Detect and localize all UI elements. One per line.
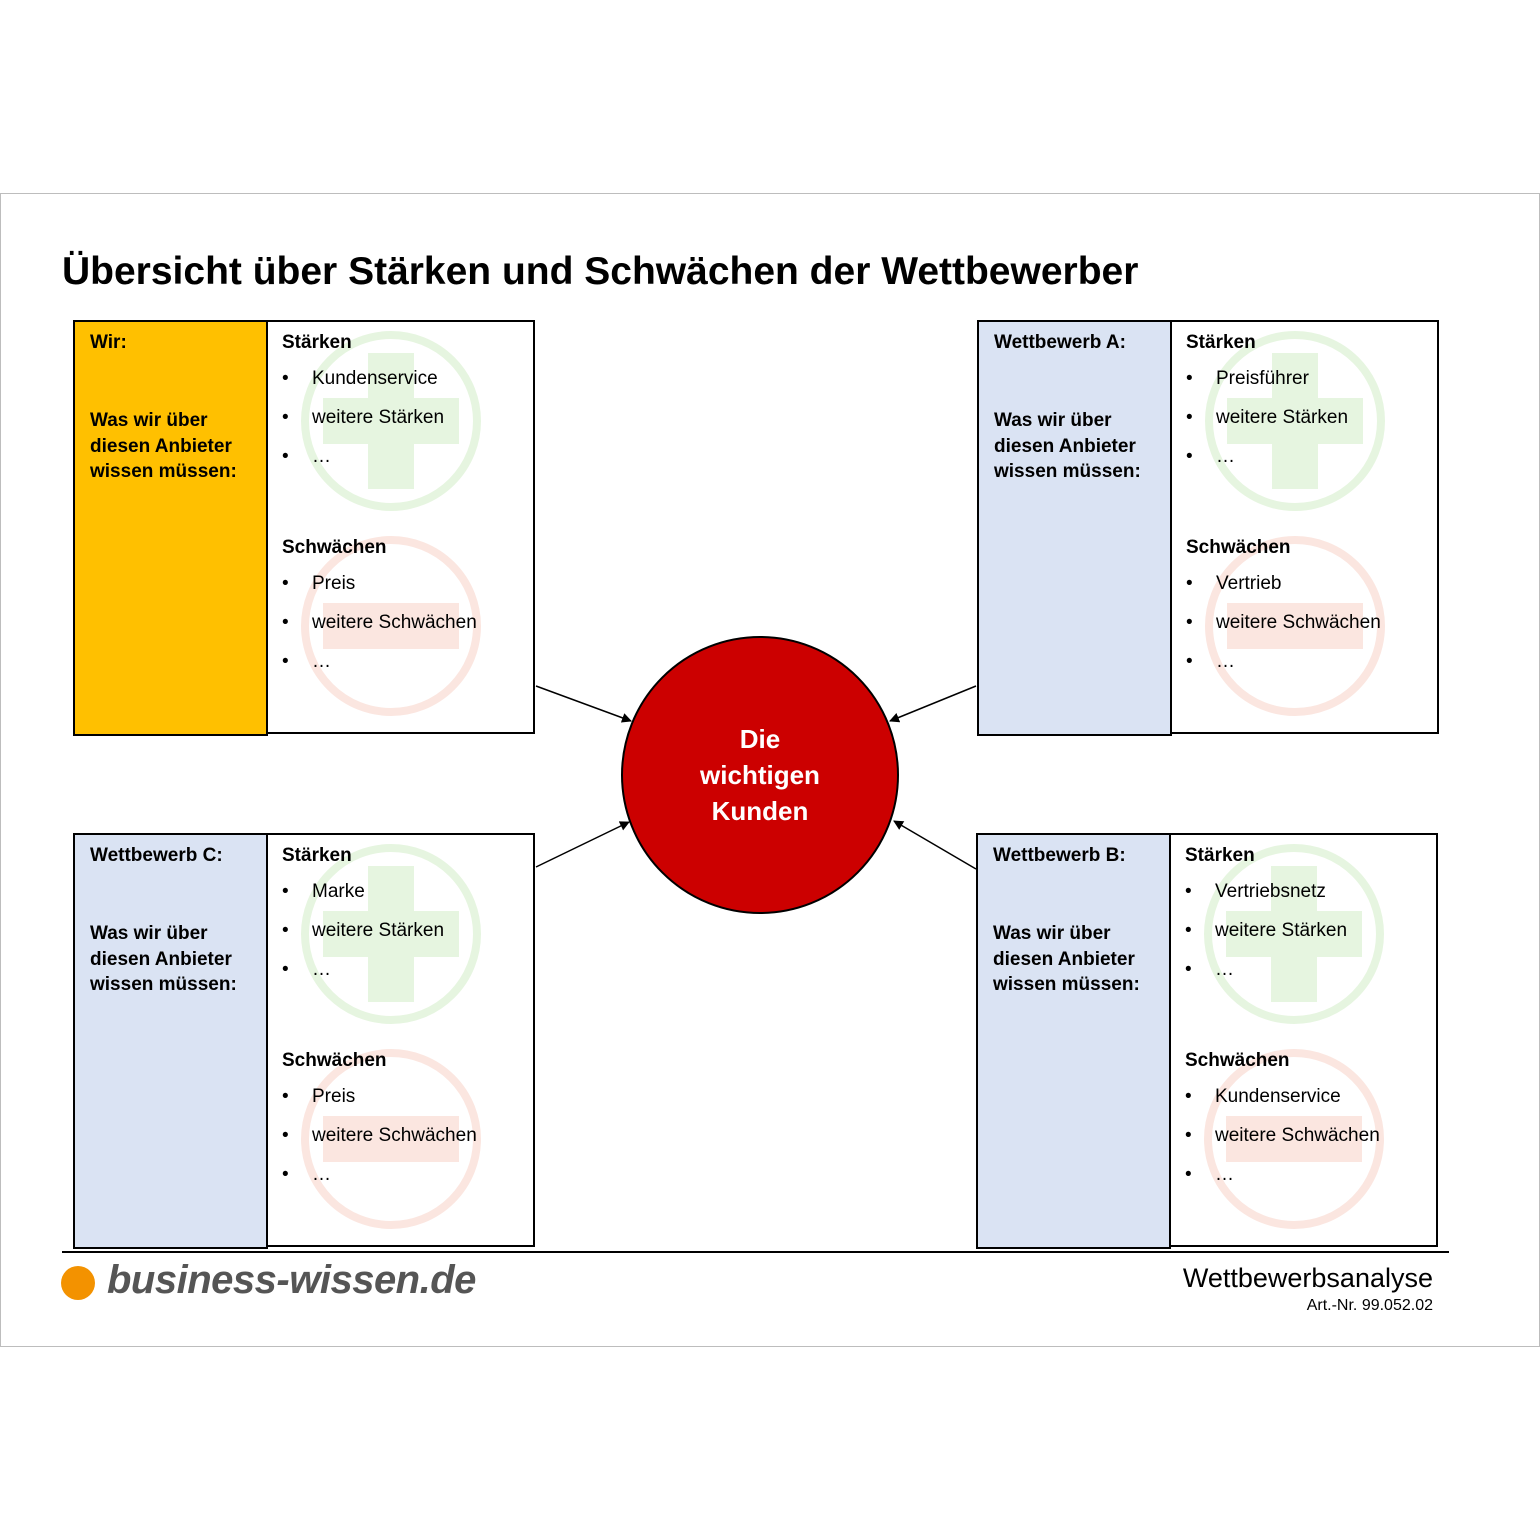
weaknesses-cell: Schwächen •Kundenservice •weitere Schwäc… — [1169, 1040, 1438, 1247]
plus-watermark-icon — [301, 844, 481, 1024]
weaknesses-cell: Schwächen •Preis •weitere Schwächen •… — [266, 1040, 535, 1247]
list-item: •… — [282, 446, 331, 467]
list-item: •… — [1185, 959, 1234, 980]
block-header-b: Wettbewerb B: Was wir über diesen Anbiet… — [976, 833, 1171, 1249]
strengths-cell: Stärken •Preisführer •weitere Stärken •… — [1170, 320, 1439, 530]
footer-divider — [62, 1251, 1449, 1253]
strengths-list: •Marke •weitere Stärken •… — [282, 881, 444, 998]
block-description: Was wir über diesen Anbieter wissen müss… — [993, 923, 1140, 995]
center-label: Die wichtigen Kunden — [700, 724, 820, 826]
list-item: •weitere Schwächen — [282, 612, 477, 633]
center-customers-circle: Die wichtigen Kunden — [621, 636, 899, 914]
list-item: •weitere Schwächen — [282, 1125, 477, 1146]
list-item: •Marke — [282, 881, 365, 902]
strengths-list: •Kundenservice •weitere Stärken •… — [282, 368, 444, 485]
logo-dot-icon — [61, 1266, 95, 1300]
strengths-cell: Stärken •Kundenservice •weitere Stärken … — [266, 320, 535, 530]
list-item: •Preisführer — [1186, 368, 1309, 389]
block-description: Was wir über diesen Anbieter wissen müss… — [90, 410, 237, 482]
block-name: Wettbewerb A: — [994, 332, 1126, 353]
strengths-cell: Stärken •Marke •weitere Stärken •… — [266, 833, 535, 1043]
strengths-heading: Stärken — [1185, 845, 1255, 866]
weaknesses-heading: Schwächen — [1185, 1050, 1290, 1071]
minus-watermark-icon — [1205, 536, 1385, 716]
minus-watermark-icon — [301, 536, 481, 716]
block-wettbewerb-c: Wettbewerb C: Was wir über diesen Anbiet… — [73, 833, 535, 1249]
list-item: •weitere Stärken — [1186, 407, 1349, 428]
list-item: •… — [282, 959, 331, 980]
weaknesses-list: •Preis •weitere Schwächen •… — [282, 1086, 477, 1203]
list-item: •… — [282, 1164, 331, 1185]
block-wettbewerb-a: Wettbewerb A: Was wir über diesen Anbiet… — [977, 320, 1439, 736]
list-item: •Vertriebsnetz — [1185, 881, 1326, 902]
list-item: •Preis — [282, 573, 356, 594]
list-item: •weitere Stärken — [282, 407, 445, 428]
footer-article-number: Art.-Nr. 99.052.02 — [1306, 1297, 1433, 1314]
footer-doc-title: Wettbewerbsanalyse — [1182, 1263, 1433, 1293]
block-wettbewerb-b: Wettbewerb B: Was wir über diesen Anbiet… — [976, 833, 1438, 1249]
list-item: •Kundenservice — [1185, 1086, 1341, 1107]
plus-watermark-icon — [301, 331, 481, 511]
block-header-a: Wettbewerb A: Was wir über diesen Anbiet… — [977, 320, 1172, 736]
list-item: •… — [282, 651, 331, 672]
weaknesses-cell: Schwächen •Preis •weitere Schwächen •… — [266, 527, 535, 734]
minus-watermark-icon — [1204, 1049, 1384, 1229]
list-item: •weitere Schwächen — [1186, 612, 1381, 633]
weaknesses-list: •Vertrieb •weitere Schwächen •… — [1186, 573, 1381, 690]
minus-watermark-icon — [301, 1049, 481, 1229]
weaknesses-heading: Schwächen — [282, 1050, 387, 1071]
block-wir: Wir: Was wir über diesen Anbieter wissen… — [73, 320, 535, 736]
strengths-list: •Preisführer •weitere Stärken •… — [1186, 368, 1348, 485]
block-description: Was wir über diesen Anbieter wissen müss… — [994, 410, 1141, 482]
logo-text: business-wissen.de — [107, 1258, 476, 1302]
list-item: •Preis — [282, 1086, 356, 1107]
weaknesses-heading: Schwächen — [282, 537, 387, 558]
list-item: •Vertrieb — [1186, 573, 1282, 594]
block-name: Wir: — [90, 332, 127, 353]
page-title: Übersicht über Stärken und Schwächen der… — [62, 250, 1139, 293]
strengths-heading: Stärken — [282, 332, 352, 353]
list-item: •weitere Schwächen — [1185, 1125, 1380, 1146]
plus-watermark-icon — [1204, 844, 1384, 1024]
weaknesses-heading: Schwächen — [1186, 537, 1291, 558]
block-header-wir: Wir: Was wir über diesen Anbieter wissen… — [73, 320, 268, 736]
list-item: •Kundenservice — [282, 368, 438, 389]
list-item: •… — [1185, 1164, 1234, 1185]
weaknesses-list: •Preis •weitere Schwächen •… — [282, 573, 477, 690]
strengths-cell: Stärken •Vertriebsnetz •weitere Stärken … — [1169, 833, 1438, 1043]
strengths-list: •Vertriebsnetz •weitere Stärken •… — [1185, 881, 1347, 998]
list-item: •… — [1186, 446, 1235, 467]
weaknesses-list: •Kundenservice •weitere Schwächen •… — [1185, 1086, 1380, 1203]
list-item: •weitere Stärken — [282, 920, 445, 941]
list-item: •… — [1186, 651, 1235, 672]
block-description: Was wir über diesen Anbieter wissen müss… — [90, 923, 237, 995]
block-name: Wettbewerb C: — [90, 845, 223, 866]
block-name: Wettbewerb B: — [993, 845, 1126, 866]
strengths-heading: Stärken — [1186, 332, 1256, 353]
strengths-heading: Stärken — [282, 845, 352, 866]
list-item: •weitere Stärken — [1185, 920, 1348, 941]
plus-watermark-icon — [1205, 331, 1385, 511]
weaknesses-cell: Schwächen •Vertrieb •weitere Schwächen •… — [1170, 527, 1439, 734]
block-header-c: Wettbewerb C: Was wir über diesen Anbiet… — [73, 833, 268, 1249]
